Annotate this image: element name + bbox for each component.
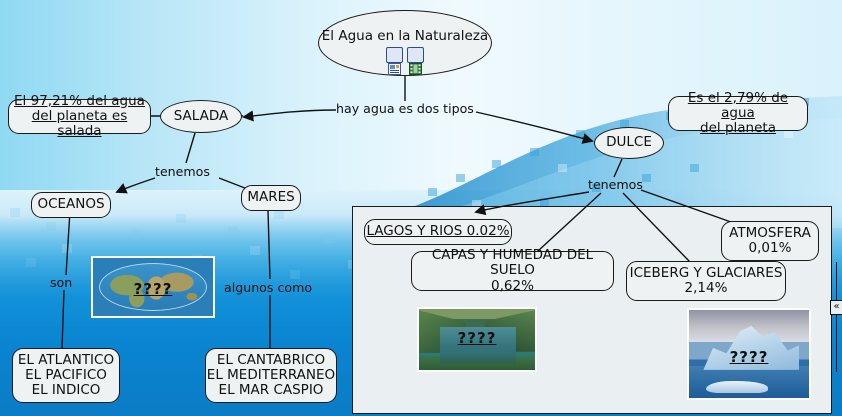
iceberg-picture[interactable]: ???? bbox=[687, 308, 811, 400]
node-root-concept[interactable]: El Agua en la Naturaleza bbox=[318, 10, 492, 76]
node-oceanos[interactable]: OCEANOS bbox=[31, 192, 111, 218]
panel-edge-rail bbox=[836, 262, 838, 372]
root-resource-icons[interactable] bbox=[386, 47, 424, 76]
node-salada-percentage-note[interactable]: El 97,21% del agua del planeta es salada bbox=[8, 93, 151, 139]
link-phrase-algunos-como[interactable]: algunos como bbox=[224, 280, 313, 295]
link-phrase-tenemos-dulce[interactable]: tenemos bbox=[588, 177, 643, 192]
collapse-panel-button[interactable]: « bbox=[830, 300, 842, 315]
node-dulce-label: DULCE bbox=[606, 134, 652, 151]
link-phrase-hay-agua-es-dos-tipos[interactable]: hay agua es dos tipos bbox=[336, 101, 474, 116]
node-atmosfera[interactable]: ATMOSFERA 0,01% bbox=[721, 221, 819, 261]
node-mares-list-label: EL CANTABRICO EL MEDITERRANEO EL MAR CAS… bbox=[206, 351, 336, 399]
node-salada[interactable]: SALADA bbox=[160, 100, 242, 133]
link-phrase-tenemos-salada[interactable]: tenemos bbox=[155, 164, 210, 179]
node-capas-humedad-suelo-label: CAPAS Y HUMEDAD DEL SUELO 0,62% bbox=[431, 247, 594, 294]
video-filmstrip-resource-icon[interactable] bbox=[407, 47, 424, 76]
world-map-caption: ???? bbox=[133, 280, 173, 298]
node-dulce[interactable]: DULCE bbox=[594, 127, 664, 159]
node-lagos-y-rios-label: LAGOS Y RIOS 0.02% bbox=[366, 223, 510, 240]
node-capas-humedad-suelo[interactable]: CAPAS Y HUMEDAD DEL SUELO 0,62% bbox=[411, 247, 614, 294]
node-atmosfera-label: ATMOSFERA 0,01% bbox=[729, 224, 811, 256]
node-root-label: El Agua en la Naturaleza bbox=[321, 27, 489, 44]
iceberg-caption: ???? bbox=[729, 348, 769, 366]
node-iceberg-glaciares[interactable]: ICEBERG Y GLACIARES 2,14% bbox=[626, 261, 786, 301]
node-iceberg-glaciares-label: ICEBERG Y GLACIARES 2,14% bbox=[629, 264, 783, 296]
document-image-resource-icon[interactable] bbox=[386, 47, 403, 76]
node-salada-percentage-label: El 97,21% del agua del planeta es salada bbox=[14, 92, 145, 140]
ice-floe-graphic bbox=[705, 381, 769, 393]
node-oceanos-list-label: EL ATLANTICO EL PACIFICO EL INDICO bbox=[17, 351, 115, 399]
globe-graphic bbox=[99, 263, 207, 311]
node-lagos-y-rios[interactable]: LAGOS Y RIOS 0.02% bbox=[364, 219, 512, 245]
node-mares-list[interactable]: EL CANTABRICO EL MEDITERRANEO EL MAR CAS… bbox=[205, 348, 337, 403]
node-mares[interactable]: MARES bbox=[241, 185, 301, 211]
foreground-foliage-graphic bbox=[419, 354, 535, 370]
node-dulce-percentage-label: Es el 2,79% de agua del planeta bbox=[687, 89, 789, 137]
lake-picture[interactable]: ???? bbox=[417, 307, 537, 372]
lake-caption: ???? bbox=[457, 329, 497, 347]
world-map-picture[interactable]: ???? bbox=[91, 256, 215, 318]
node-dulce-percentage-note[interactable]: Es el 2,79% de agua del planeta bbox=[668, 90, 808, 136]
node-mares-label: MARES bbox=[247, 189, 295, 206]
node-oceanos-label: OCEANOS bbox=[37, 196, 105, 213]
node-salada-label: SALADA bbox=[173, 107, 229, 124]
node-oceanos-list[interactable]: EL ATLANTICO EL PACIFICO EL INDICO bbox=[12, 348, 120, 403]
link-phrase-son[interactable]: son bbox=[50, 275, 73, 290]
